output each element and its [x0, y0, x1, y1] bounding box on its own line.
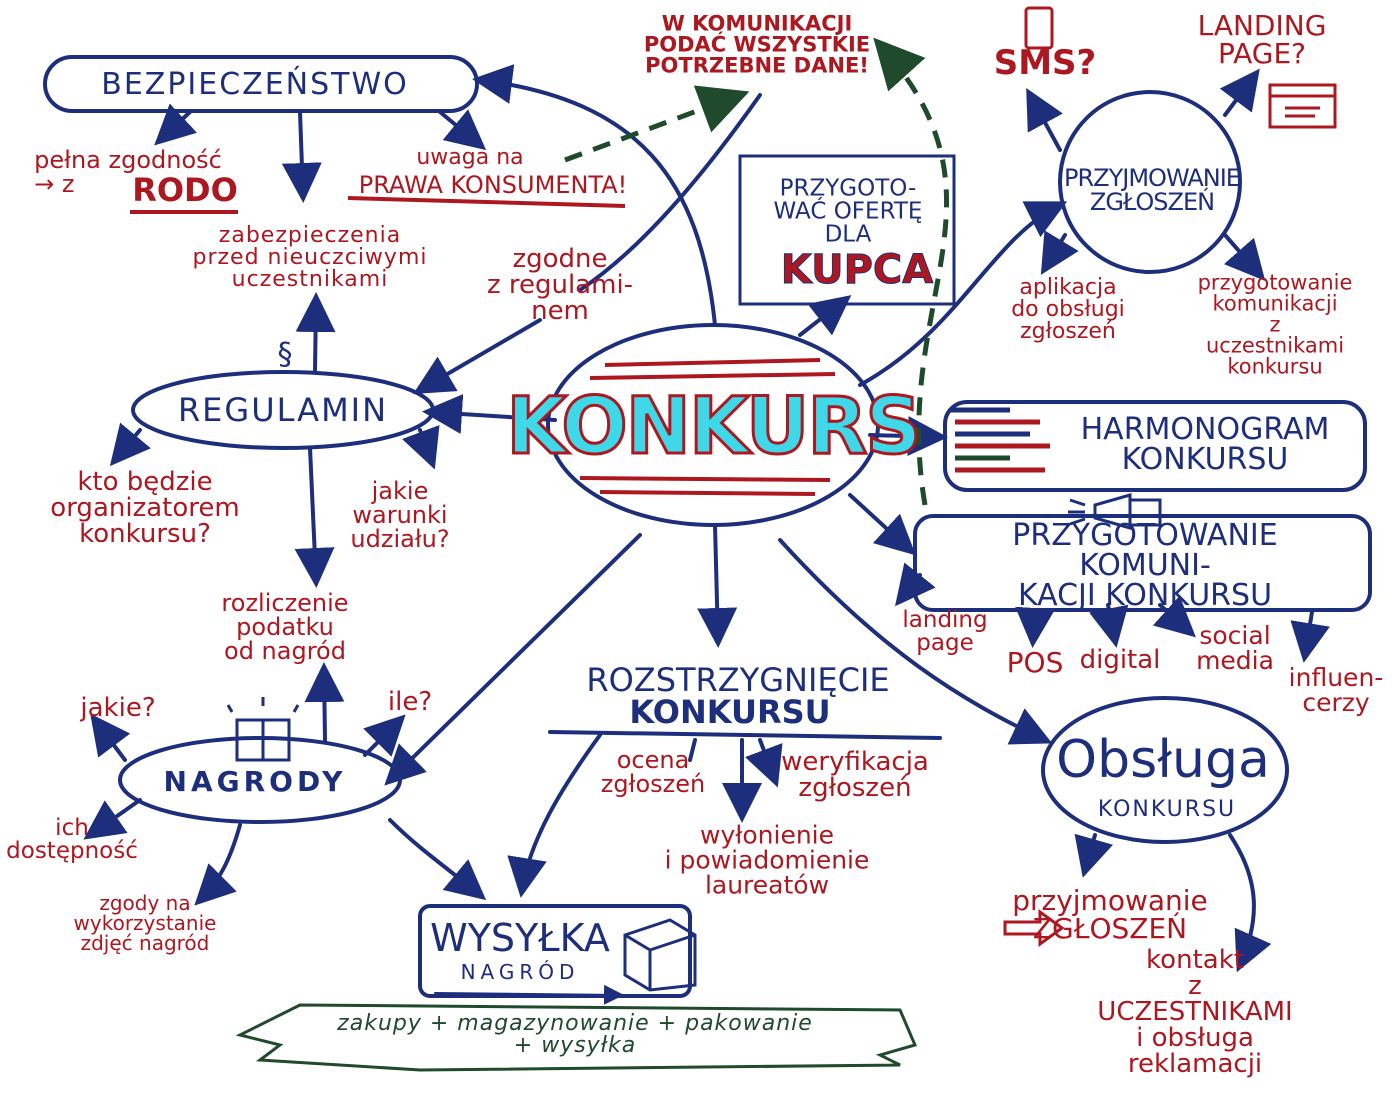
obsluga-przyjmowanie-label: przyjmowanie ZGŁOSZEŃ	[1012, 884, 1208, 945]
organizator-label: kto będzie organizatorem konkursu?	[50, 467, 240, 549]
wysylka-subtitle: NAGRÓD	[460, 960, 580, 984]
rodo-prefix: pełna zgodność → z	[34, 146, 222, 198]
center-title: KONKURS	[505, 382, 923, 472]
megaphone-icon	[1068, 493, 1162, 530]
gantt-chart-icon	[950, 407, 1050, 473]
landing-page-label: LANDING PAGE?	[1197, 9, 1327, 70]
ribbon-banner	[235, 1003, 918, 1072]
jakie-label: jakie?	[80, 693, 156, 723]
zabezpieczenia-label: zabezpieczenia przed nieuczciwymi uczest…	[192, 223, 428, 292]
harmonogram-title: HARMONOGRAM KONKURSU	[1080, 412, 1330, 477]
kontakt-label: kontakt z UCZESTNIKAMI i obsługa reklama…	[1097, 945, 1293, 1079]
rozstrzygniecie-title-1: ROZSTRZYGNIĘCIE	[586, 661, 890, 699]
obsluga-subtitle: KONKURSU	[1097, 797, 1237, 822]
przyjmowanie-node-shape	[1058, 90, 1242, 274]
phone-icon	[1024, 6, 1054, 50]
komunikacja-konkursu-title: PRZYGOTOWANIE KOMUNI- KACJI KONKURSU	[1012, 518, 1278, 613]
channel-digital: digital	[1079, 645, 1161, 675]
channel-social-media: social media	[1196, 621, 1274, 675]
podatek-label: rozliczenie podatku od nagród	[221, 589, 349, 665]
channel-influencerzy: influen- cerzy	[1288, 663, 1384, 717]
weryfikacja-label: weryfikacja zgłoszeń	[781, 747, 929, 803]
hollow-arrow-icon	[1003, 909, 1065, 947]
komunikacja-uczestnicy-label: przygotowanie komunikacji z uczestnikami…	[1197, 270, 1353, 379]
ocena-label: ocena zgłoszeń	[600, 746, 706, 798]
przyjmowanie-title: PRZYJMOWANIE ZGŁOSZEŃ	[1064, 164, 1241, 216]
ile-label: ile?	[387, 687, 433, 717]
zgodne-label: zgodne z regulami- nem	[486, 244, 634, 326]
rozstrzygniecie-title-2: KONKURSU	[629, 693, 831, 731]
nagrody-title: NAGRODY	[163, 765, 347, 798]
oferta-text: PRZYGOTO- WAĆ OFERTĘ DLA	[773, 175, 923, 248]
channel-landing-page: landing page	[902, 607, 988, 656]
regulamin-title: REGULAMIN	[177, 391, 389, 429]
aplikacja-label: aplikacja do obsługi zgłoszeń	[1011, 275, 1125, 344]
komunikacja-note: W KOMUNIKACJI PODAĆ WSZYSTKIE POTRZEBNE …	[643, 11, 871, 78]
konsument-label-2: PRAWA KONSUMENTA!	[358, 171, 628, 199]
bezpieczenstwo-title: BEZPIECZEŃSTWO	[101, 67, 409, 102]
wysylka-node-shape	[418, 904, 692, 998]
wysylka-title: WYSYŁKA	[430, 916, 610, 960]
konsument-label-1: uwaga na	[416, 145, 524, 170]
rodo-label: RODO	[132, 171, 238, 209]
wylonienie-label: wyłonienie i powiadomienie laureatów	[664, 820, 870, 900]
channel-pos: POS	[1006, 646, 1064, 679]
dostepnosc-label: ich dostępność	[6, 815, 138, 864]
warunki-label: jakie warunki udziału?	[350, 477, 450, 553]
kupca-label: KUPCA	[780, 247, 934, 293]
gift-box-icon	[226, 697, 300, 762]
sms-label: SMS?	[993, 43, 1097, 83]
parcel-box-icon	[623, 918, 697, 992]
browser-window-icon	[1268, 83, 1337, 129]
obsluga-node-shape	[1041, 696, 1289, 844]
wysylka-banner-text: zakupy + magazynowanie + pakowanie + wys…	[337, 1011, 813, 1058]
obsluga-title: Obsługa	[1056, 730, 1270, 790]
zgody-label: zgody na wykorzystanie zdjęć nagród	[73, 891, 217, 955]
paragraph-icon: §	[277, 337, 293, 372]
